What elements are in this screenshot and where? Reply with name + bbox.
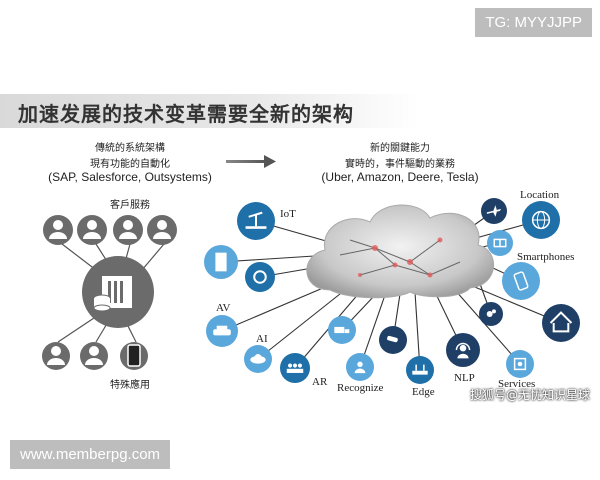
special-app-agent-1 xyxy=(42,342,70,370)
modern-subtitle: 實時的，事件驅動的業務 xyxy=(345,159,455,170)
cog-box-icon xyxy=(513,357,527,371)
label-iot: IoT xyxy=(280,208,296,220)
label-nlp: NLP xyxy=(454,372,475,384)
person-icon xyxy=(354,361,366,374)
capability-nodes xyxy=(204,198,580,384)
label-ar: AR xyxy=(312,376,328,388)
telegram-tag: TG: MYYJJPP xyxy=(475,8,592,37)
customer-agent-1 xyxy=(43,215,73,245)
people-icon xyxy=(286,363,304,373)
node-home xyxy=(542,304,580,342)
node-av xyxy=(206,315,238,347)
label-edge: Edge xyxy=(412,386,435,398)
connector-services xyxy=(454,289,521,365)
node-ar-circle xyxy=(280,353,310,383)
cloud-icon xyxy=(250,353,266,364)
modern-examples: (Uber, Amazon, Deere, Tesla) xyxy=(321,170,479,184)
node-truck xyxy=(328,316,356,344)
building-icon xyxy=(215,252,227,272)
label-services: Services xyxy=(498,378,536,390)
page-headline: 加速发展的技术变革需要全新的架构 xyxy=(18,102,354,126)
special-apps-label: 特殊應用 xyxy=(110,380,150,391)
node-camera xyxy=(379,326,407,354)
house-icon xyxy=(549,311,573,333)
router-icon xyxy=(412,364,428,375)
node-gears xyxy=(479,302,503,326)
node-location xyxy=(522,201,560,239)
customer-agent-2 xyxy=(77,215,107,245)
node-building xyxy=(204,245,238,279)
label-recognize: Recognize xyxy=(337,382,384,394)
car-icon xyxy=(213,325,231,336)
label-location: Location xyxy=(520,189,560,201)
node-sync-circle xyxy=(245,262,275,292)
connector-ai xyxy=(257,289,346,360)
globe-icon xyxy=(531,210,551,230)
book-icon xyxy=(493,238,507,248)
node-smartphones-circle xyxy=(502,262,540,300)
website-tag: www.memberpg.com xyxy=(10,440,171,469)
node-recognize xyxy=(346,353,374,381)
legacy-examples: (SAP, Salesforce, Outsystems) xyxy=(48,170,212,184)
label-av: AV xyxy=(216,302,231,314)
node-ar xyxy=(280,353,310,383)
label-ai: AI xyxy=(256,333,268,345)
node-iot xyxy=(237,202,275,240)
label-smartphones: Smartphones xyxy=(517,251,575,263)
legacy-title: 傳統的系統架構 xyxy=(95,143,165,154)
connector-av xyxy=(221,284,331,332)
node-edge xyxy=(406,356,434,384)
modern-title: 新的關鍵能力 xyxy=(370,143,430,154)
customer-service-label: 客戶服務 xyxy=(110,200,150,211)
refresh-icon xyxy=(253,270,267,284)
node-book xyxy=(487,230,513,256)
oil-pump-icon xyxy=(245,211,267,229)
node-edge-circle xyxy=(406,356,434,384)
special-app-phone xyxy=(120,342,148,370)
node-sync xyxy=(245,262,275,292)
legacy-subtitle: 現有功能的自動化 xyxy=(90,159,170,170)
phone-icon xyxy=(513,271,529,291)
airplane-icon xyxy=(486,205,502,217)
node-ai xyxy=(244,345,272,373)
special-app-agent-2 xyxy=(80,342,108,370)
node-recognize-circle xyxy=(346,353,374,381)
customer-agent-4 xyxy=(147,215,177,245)
sohu-watermark: 搜狐号@无忧知识星球 xyxy=(469,388,590,402)
customer-agent-3 xyxy=(113,215,143,245)
headline-band xyxy=(0,94,420,128)
node-services xyxy=(506,350,534,378)
node-nlp xyxy=(446,333,480,367)
transition-arrow xyxy=(226,155,276,168)
node-smartphones xyxy=(502,262,540,300)
gears-icon xyxy=(486,309,496,317)
legacy-server-hub xyxy=(82,256,154,328)
neural-cloud xyxy=(306,204,494,299)
headset-icon xyxy=(455,342,471,359)
connector-ar xyxy=(294,291,361,369)
node-home-circle xyxy=(542,304,580,342)
node-plane xyxy=(481,198,507,224)
truck-icon xyxy=(334,326,350,334)
connector-building xyxy=(220,254,331,263)
cctv-icon xyxy=(387,335,398,343)
